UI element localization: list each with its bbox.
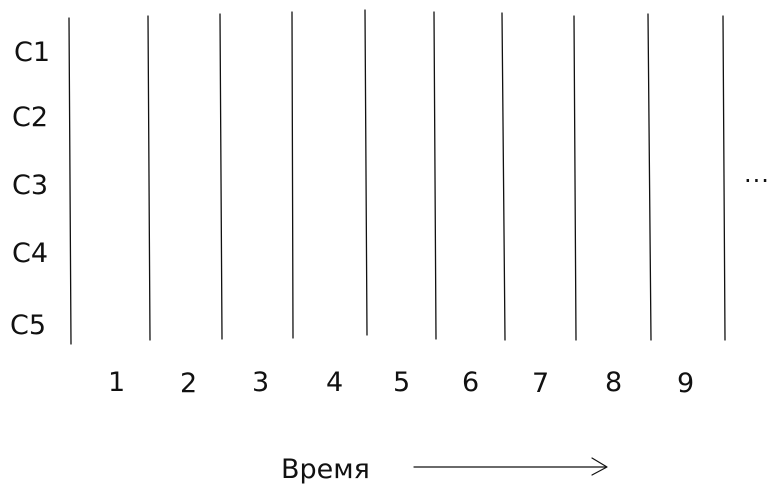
- column-label-7: 7: [532, 368, 549, 399]
- divider-line-1: [147, 15, 151, 341]
- time-axis-label: Время: [281, 454, 370, 485]
- divider-line-8: [647, 13, 652, 341]
- column-label-8: 8: [605, 367, 622, 398]
- divider-line-3: [291, 11, 294, 339]
- column-label-9: 9: [677, 368, 694, 399]
- continuation-ellipsis: ...: [744, 160, 770, 188]
- row-label-c3: C3: [12, 170, 48, 201]
- column-label-4: 4: [326, 367, 343, 398]
- row-label-c5: C5: [10, 310, 46, 341]
- divider-line-2: [219, 13, 223, 340]
- row-label-c2: C2: [12, 102, 48, 133]
- divider-line-7: [573, 15, 577, 341]
- row-label-c1: C1: [14, 37, 50, 68]
- divider-line-0: [68, 17, 72, 345]
- column-label-1: 1: [108, 367, 125, 398]
- column-label-2: 2: [180, 368, 197, 399]
- column-dividers: [68, 9, 726, 345]
- column-label-6: 6: [462, 367, 479, 398]
- column-labels: 1 2 3 4 5 6 7 8 9: [108, 367, 694, 399]
- time-arrow-icon: [413, 457, 608, 476]
- column-label-3: 3: [252, 367, 269, 398]
- time-arrow-head: [591, 457, 608, 476]
- row-labels: C1 C2 C3 C4 C5: [10, 37, 50, 341]
- column-label-5: 5: [393, 367, 410, 398]
- row-label-c4: C4: [12, 238, 48, 269]
- divider-line-5: [433, 11, 437, 340]
- divider-line-9: [722, 15, 726, 341]
- divider-line-6: [501, 12, 506, 341]
- divider-line-4: [364, 9, 368, 336]
